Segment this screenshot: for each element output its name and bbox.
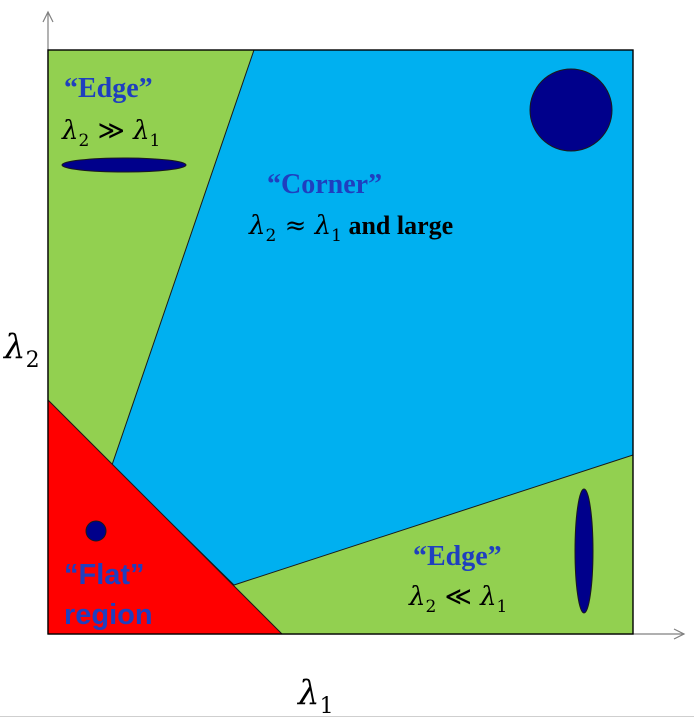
corner-condition: λ2 ≈ λ1 and large xyxy=(248,211,453,246)
x-axis-arrowhead xyxy=(673,628,686,640)
corner-circle-icon xyxy=(529,68,613,152)
flat-title-line1: “Flat” xyxy=(64,559,145,591)
flat-title-line2: region xyxy=(64,599,153,631)
corner-title: “Corner” xyxy=(267,169,382,200)
plot-frame xyxy=(47,49,634,635)
flat-small-circle-icon xyxy=(85,520,107,542)
y-axis-label: λ2 xyxy=(2,327,40,373)
bottom-divider xyxy=(0,716,694,717)
x-axis-label: λ1 xyxy=(296,673,334,719)
edge-top-condition: λ2 ≫ λ1 xyxy=(61,116,160,151)
edge-horizontal-ellipse-icon xyxy=(61,157,187,173)
y-axis-arrowhead xyxy=(42,10,54,23)
edge-bottom-title: “Edge” xyxy=(413,541,502,572)
edge-vertical-ellipse-icon xyxy=(574,488,594,614)
edge-top-title: “Edge” xyxy=(64,73,153,104)
edge-bottom-condition: λ2 ≪ λ1 xyxy=(408,582,507,617)
